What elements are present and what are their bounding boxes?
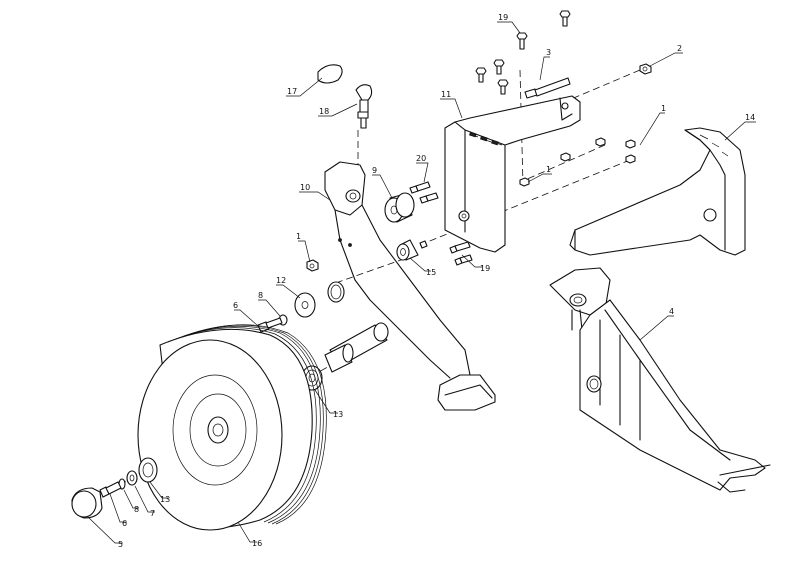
grease-fitting-18 <box>355 84 373 129</box>
callout-1-center: 1 <box>546 165 551 174</box>
bracket-11 <box>444 95 581 253</box>
washer-12 <box>294 292 316 318</box>
wheel-16 <box>137 324 327 531</box>
callout-10: 10 <box>300 183 310 192</box>
nut-1-arm <box>306 238 352 272</box>
callout-6-lower: 6 <box>122 519 127 528</box>
callout-20: 20 <box>416 154 426 163</box>
nuts-cluster <box>519 137 636 187</box>
snap-ring <box>327 281 345 303</box>
callout-3: 3 <box>546 48 551 57</box>
callout-4: 4 <box>669 307 674 316</box>
bolt-6-lower <box>99 481 122 498</box>
callout-12: 12 <box>276 276 286 285</box>
hub-cap-5 <box>71 487 103 519</box>
bolt-19-upper <box>516 32 528 50</box>
callout-1-left: 1 <box>296 232 301 241</box>
bracket-14 <box>569 127 746 256</box>
bolts-20 <box>409 181 439 204</box>
callout-8-lower: 8 <box>134 505 139 514</box>
arm-10 <box>324 161 496 411</box>
callout-13-lower: 13 <box>160 495 170 504</box>
callout-5: 5 <box>118 540 123 549</box>
bushing-15 <box>396 239 419 261</box>
callout-8-upper: 8 <box>258 291 263 300</box>
frame-4 <box>549 267 771 493</box>
callout-15: 15 <box>426 268 436 277</box>
callout-11: 11 <box>441 90 451 99</box>
callout-6-upper: 6 <box>233 301 238 310</box>
callout-17: 17 <box>287 87 297 96</box>
callout-19-top: 19 <box>498 13 508 22</box>
cap-17 <box>317 64 343 84</box>
callout-9: 9 <box>372 166 377 175</box>
bolt-3 <box>524 77 571 99</box>
callout-19-lower: 19 <box>480 264 490 273</box>
callout-18: 18 <box>319 107 329 116</box>
nut-2 <box>639 63 652 75</box>
bolt-upper-right <box>559 10 571 27</box>
bolts-19-lower <box>419 240 473 266</box>
callout-2: 2 <box>677 44 682 53</box>
callout-16: 16 <box>252 539 262 548</box>
callout-7: 7 <box>150 509 155 518</box>
washer-7 <box>126 470 138 486</box>
bearing-13-lower <box>138 457 158 483</box>
bolt-row <box>475 59 509 95</box>
spacer-9 <box>384 192 415 223</box>
callout-13-upper: 13 <box>333 410 343 419</box>
callout-14: 14 <box>745 113 755 122</box>
callout-1-right: 1 <box>661 104 666 113</box>
axle-shaft <box>324 322 389 373</box>
callouts: 19 2 3 17 18 11 1 14 20 9 1 10 1 15 19 1… <box>118 13 755 549</box>
leader-lines <box>87 21 756 544</box>
